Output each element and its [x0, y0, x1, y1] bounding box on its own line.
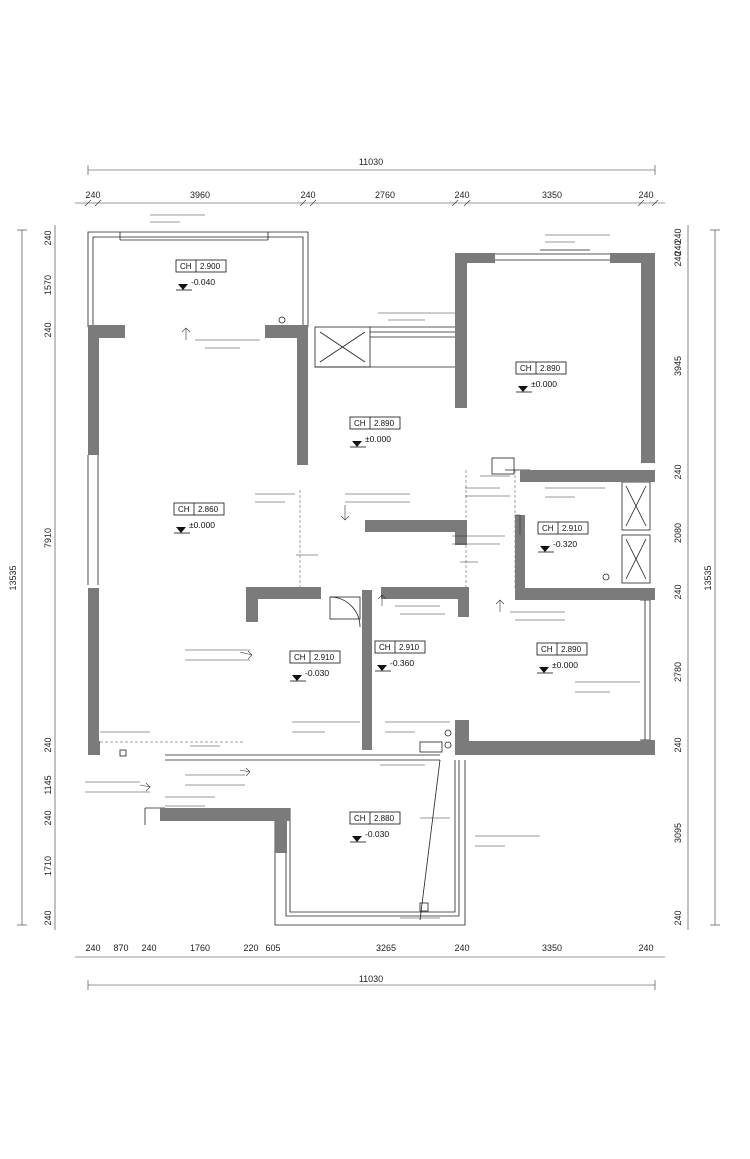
right-seg-11: 240 [673, 910, 683, 925]
level-marker-icon [178, 284, 188, 290]
left-seg-5: 240 [43, 737, 53, 752]
level-marker-icon [540, 546, 550, 552]
right-seg-3: 240 [673, 251, 683, 266]
ceiling-tag-level: -0.320 [553, 539, 577, 549]
bottom-total-label: 11030 [359, 974, 383, 984]
ceiling-tag-ch: CH [180, 262, 192, 271]
right-dimension: 13535 240 240 240 3945 240 2080 240 2780… [673, 225, 720, 930]
top-seg-6: 3350 [542, 190, 562, 200]
level-marker-icon [539, 667, 549, 673]
ceiling-tag-ch: CH [354, 419, 366, 428]
ceiling-tag: CH 2.910 -0.320 [537, 521, 589, 553]
ceiling-tag-ch: CH [178, 505, 190, 514]
right-seg-10: 3095 [673, 823, 683, 843]
ceiling-tag-level: -0.360 [390, 658, 414, 668]
right-seg-1: 240 [673, 228, 683, 243]
right-seg-4: 3945 [673, 356, 683, 376]
ceiling-tag-height: 2.880 [374, 814, 395, 823]
ceiling-tag-height: 2.910 [562, 524, 583, 533]
ceiling-tag: CH 2.880 -0.030 [349, 811, 401, 843]
bottom-seg-9: 3350 [542, 943, 562, 953]
top-dimension: 11030 240 3960 240 2760 240 3350 240 [75, 157, 665, 207]
bottom-seg-3: 240 [141, 943, 156, 953]
ceiling-tag-height: 2.890 [561, 645, 582, 654]
top-seg-3: 240 [300, 190, 315, 200]
ceiling-tag: CH 2.860 ±0.000 [173, 502, 225, 534]
left-seg-8: 1710 [43, 856, 53, 876]
left-seg-1: 240 [43, 230, 53, 245]
ceiling-tag-height: 2.890 [374, 419, 395, 428]
ceiling-tag-level: ±0.000 [189, 520, 215, 530]
ceiling-tag-level: -0.040 [191, 277, 215, 287]
left-seg-7: 240 [43, 810, 53, 825]
walls [88, 253, 655, 853]
ceiling-tag-height: 2.900 [200, 262, 221, 271]
right-seg-6: 2080 [673, 523, 683, 543]
level-marker-icon [377, 665, 387, 671]
right-seg-9: 240 [673, 737, 683, 752]
ceiling-tag-height: 2.860 [198, 505, 219, 514]
bottom-seg-8: 240 [454, 943, 469, 953]
ceiling-tag: CH 2.910 -0.360 [374, 640, 426, 672]
top-seg-4: 2760 [375, 190, 395, 200]
right-seg-8: 2780 [673, 662, 683, 682]
right-total-label: 13535 [703, 565, 713, 590]
top-seg-5: 240 [454, 190, 469, 200]
left-seg-3: 240 [43, 322, 53, 337]
bottom-seg-7: 3265 [376, 943, 396, 953]
ceiling-tag-ch: CH [379, 643, 391, 652]
left-seg-6: 1145 [43, 775, 53, 794]
bottom-seg-1: 240 [85, 943, 100, 953]
ceiling-tag-ch: CH [542, 524, 554, 533]
ceiling-tag-height: 2.890 [540, 364, 561, 373]
ceiling-tag-level: -0.030 [305, 668, 329, 678]
top-seg-2: 3960 [190, 190, 210, 200]
bottom-seg-5: 220 [243, 943, 258, 953]
right-seg-5: 240 [673, 464, 683, 479]
level-marker-icon [352, 836, 362, 842]
bottom-seg-6: 605 [265, 943, 280, 953]
ceiling-tag-level: ±0.000 [531, 379, 557, 389]
right-seg-2: 240 [673, 240, 683, 255]
left-seg-4: 7910 [43, 528, 53, 548]
top-seg-1: 240 [85, 190, 100, 200]
ceiling-tag-height: 2.910 [399, 643, 420, 652]
ceiling-tag-ch: CH [520, 364, 532, 373]
ceiling-tag-ch: CH [294, 653, 306, 662]
ceiling-tag-level: -0.030 [365, 829, 389, 839]
left-seg-9: 240 [43, 910, 53, 925]
ceiling-tag-level: ±0.000 [552, 660, 578, 670]
ceiling-tag: CH 2.890 ±0.000 [349, 416, 401, 448]
left-dimension: 13535 240 1570 240 7910 240 1145 240 171… [8, 225, 56, 930]
top-total-label: 11030 [359, 157, 383, 167]
bottom-dimension: 240 870 240 1760 220 605 3265 240 3350 2… [75, 943, 665, 990]
top-seg-7: 240 [638, 190, 653, 200]
ceiling-tag-ch: CH [541, 645, 553, 654]
level-marker-icon [352, 441, 362, 447]
ceiling-tag: CH 2.890 ±0.000 [515, 361, 567, 393]
level-marker-icon [518, 386, 528, 392]
level-marker-icon [292, 675, 302, 681]
ceiling-tag: CH 2.900 -0.040 [175, 259, 227, 291]
ceiling-tag-level: ±0.000 [365, 434, 391, 444]
left-seg-2: 1570 [43, 275, 53, 295]
bottom-seg-2: 870 [113, 943, 128, 953]
level-marker-icon [176, 527, 186, 533]
left-total-label: 13535 [8, 565, 18, 590]
ceiling-tag-height: 2.910 [314, 653, 335, 662]
bottom-seg-4: 1760 [190, 943, 210, 953]
ceiling-tag: CH 2.910 -0.030 [289, 650, 341, 682]
right-seg-7: 240 [673, 584, 683, 599]
bottom-seg-10: 240 [638, 943, 653, 953]
ceiling-tag-ch: CH [354, 814, 366, 823]
annotation-marks [85, 214, 640, 919]
ceiling-tag: CH 2.890 ±0.000 [536, 642, 588, 674]
